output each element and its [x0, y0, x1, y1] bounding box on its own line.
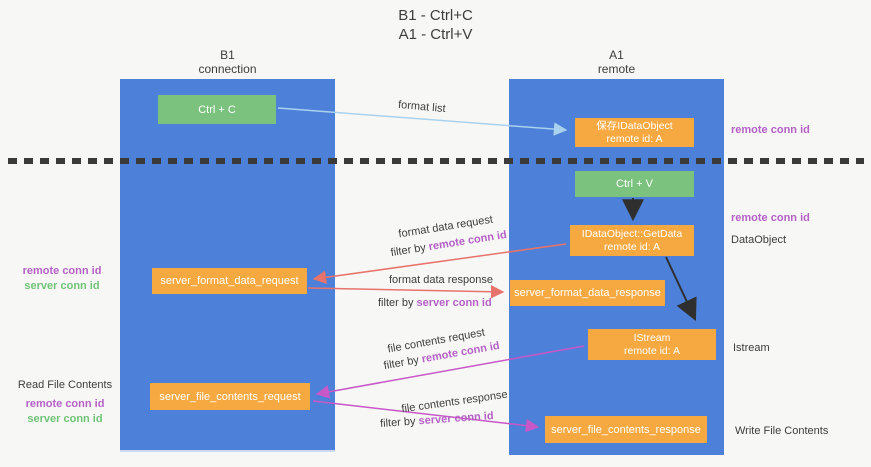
filter-by-text: filter by — [389, 241, 430, 260]
right-label-remote-conn-id-top: remote conn id — [731, 124, 810, 136]
server-conn-id-text: server conn id — [416, 297, 492, 309]
node-format-response-label: server_format_data_response — [514, 287, 661, 299]
node-ctrl-v-label: Ctrl + V — [616, 178, 653, 190]
left-label-remote-conn-id-bottom: remote conn id — [25, 398, 105, 410]
node-save-dataobject: 保存IDataObject remote id: A — [575, 118, 694, 147]
left-label-group-conn-ids: remote conn id server conn id — [14, 264, 110, 294]
node-ctrl-c-label: Ctrl + C — [198, 103, 236, 116]
column-b1-role: connection — [198, 62, 257, 76]
node-server-format-data-response: server_format_data_response — [510, 280, 665, 306]
node-getdata-line2: remote id: A — [603, 240, 661, 253]
right-label-write-file-contents: Write File Contents — [735, 425, 829, 437]
node-save-dataobject-line2: remote id: A — [606, 132, 663, 145]
edge-label-format-data-response: format data response — [389, 274, 493, 286]
node-server-file-contents-request: server_file_contents_request — [150, 383, 310, 410]
node-save-dataobject-line1: 保存IDataObject — [596, 119, 673, 132]
filter-by-text: filter by — [379, 415, 419, 430]
filter-by-text: filter by — [382, 353, 423, 373]
node-server-format-data-request: server_format_data_request — [152, 268, 307, 294]
column-a1-role: remote — [597, 62, 636, 76]
left-label-remote-conn-id-top: remote conn id — [22, 265, 102, 277]
left-label-server-conn-id-bottom: server conn id — [27, 413, 103, 425]
column-b1-id: B1 — [220, 48, 235, 62]
column-a1-id: A1 — [609, 48, 624, 62]
title-line-1: B1 - Ctrl+C — [398, 7, 473, 24]
left-label-server-conn-id-top: server conn id — [24, 280, 100, 292]
node-idataobject-getdata: IDataObject::GetData remote id: A — [570, 225, 694, 256]
column-header-a1: A1 remote — [509, 48, 724, 76]
node-istream: IStream remote id: A — [588, 329, 716, 360]
left-label-group-read-file: Read File Contents remote conn id server… — [10, 378, 120, 427]
diagram-title: B1 - Ctrl+C A1 - Ctrl+V — [0, 6, 871, 44]
node-server-file-contents-response: server_file_contents_response — [545, 416, 707, 443]
node-getdata-line1: IDataObject::GetData — [581, 227, 683, 240]
title-line-2: A1 - Ctrl+V — [398, 26, 473, 43]
node-file-response-label: server_file_contents_response — [551, 423, 701, 436]
node-ctrl-v: Ctrl + V — [575, 171, 694, 197]
right-label-istream: Istream — [733, 342, 770, 354]
node-ctrl-c: Ctrl + C — [158, 95, 276, 124]
node-format-request-label: server_format_data_request — [160, 275, 299, 287]
filter-by-text: filter by — [378, 297, 417, 309]
left-label-read-file-contents: Read File Contents — [17, 379, 113, 391]
column-header-b1: B1 connection — [120, 48, 335, 76]
node-file-request-label: server_file_contents_request — [159, 390, 301, 403]
edge-label-format-list: format list — [397, 98, 447, 116]
server-conn-id-text: server conn id — [418, 410, 494, 428]
edge-label-filter-server-1: filter by server conn id — [378, 297, 492, 309]
right-label-dataobject: DataObject — [731, 234, 787, 246]
right-label-remote-conn-id-mid: remote conn id — [731, 212, 810, 224]
edge-label-filter-server-2: filter by server conn id — [380, 410, 494, 430]
node-istream-line1: IStream — [633, 331, 671, 344]
format-data-response-arrow — [307, 285, 505, 299]
phase-separator-dashed-line — [8, 158, 864, 164]
node-istream-line2: remote id: A — [623, 344, 681, 357]
